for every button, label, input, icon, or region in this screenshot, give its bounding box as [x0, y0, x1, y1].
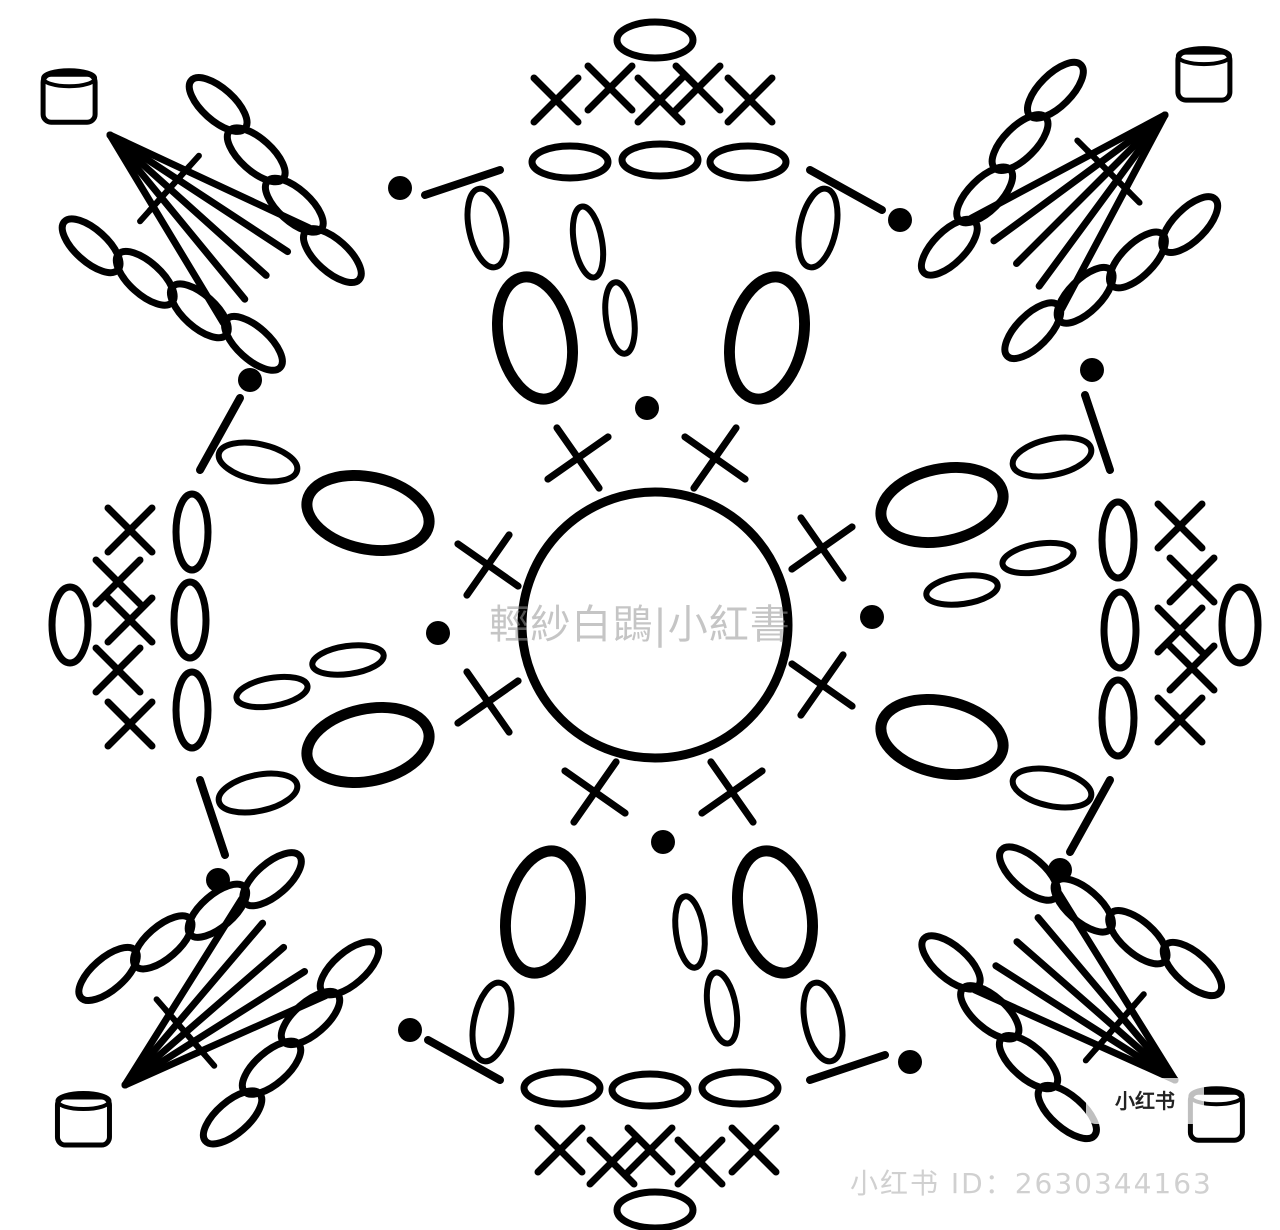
stroke [634, 74, 686, 126]
stroke [690, 424, 740, 492]
picot-symbol-top [55, 1091, 112, 1112]
chain-stitch [492, 271, 578, 405]
chain-stitch [795, 185, 841, 271]
picot-symbol [54, 1094, 112, 1148]
slip-stitch [388, 176, 412, 200]
chain-stitch [300, 225, 365, 286]
chain-stitch [239, 849, 305, 910]
stroke [584, 62, 636, 114]
single-crochet [634, 74, 686, 126]
corner-fan [917, 46, 1233, 363]
treble-crochet [1034, 914, 1179, 1084]
stroke [724, 74, 776, 126]
slip-stitch [635, 396, 659, 420]
single-crochet [672, 62, 724, 114]
single-crochet [584, 62, 636, 114]
treble-crochet [990, 111, 1169, 245]
treble-crochet [106, 131, 270, 279]
treble-tick [137, 194, 165, 225]
corner-fan [40, 68, 365, 374]
connector-line [421, 166, 504, 199]
chain-stitch [1001, 299, 1065, 363]
chain-stitch [528, 142, 612, 182]
chain-stitch [602, 279, 638, 357]
diagram-quadrant [388, 18, 912, 492]
treble-crochet [1013, 111, 1169, 267]
picot-symbol [40, 71, 98, 125]
treble-crochet [106, 131, 292, 256]
chain-stitch [917, 215, 981, 279]
treble-crochet [106, 131, 249, 303]
chain-stitch [706, 142, 790, 182]
chain-stitch [613, 18, 697, 62]
chain-stitch [918, 932, 984, 993]
picot-symbol-top [1175, 46, 1232, 67]
magic-ring [517, 487, 793, 763]
slip-stitch [888, 208, 912, 232]
single-crochet [724, 74, 776, 126]
treble-tick [1074, 137, 1103, 167]
corner-fan [54, 849, 383, 1148]
single-crochet [530, 74, 582, 126]
picot-symbol [1175, 49, 1233, 103]
treble-tick [190, 1038, 218, 1069]
chain-stitch [724, 271, 810, 405]
chain-stitch [569, 203, 607, 281]
treble-crochet [121, 943, 288, 1089]
single-crochet [544, 424, 612, 492]
treble-crochet [1035, 111, 1169, 290]
diagram-quadrant-copy [398, 762, 922, 1228]
watermark-logo: 小红书 [1086, 1078, 1204, 1124]
stroke [672, 62, 724, 114]
chain-stitch [996, 843, 1062, 904]
treble-crochet [121, 919, 267, 1089]
chain-stitch [316, 938, 383, 999]
stroke [544, 433, 612, 483]
picot-symbol-top [41, 68, 98, 89]
watermark-center: 輕紗白鵾|小紅書 [489, 602, 791, 648]
treble-crochet [992, 962, 1179, 1084]
chain-stitch [618, 140, 702, 180]
treble-tick [1119, 991, 1147, 1022]
treble-crochet [121, 968, 309, 1089]
treble-crochet [1013, 938, 1179, 1084]
single-crochet [681, 424, 749, 492]
chain-stitch [221, 312, 286, 374]
watermark-bottom: 小红书 ID：2630344163 [850, 1167, 1213, 1200]
connector-line [806, 166, 886, 214]
chain-stitch [464, 185, 510, 271]
stroke [530, 74, 582, 126]
